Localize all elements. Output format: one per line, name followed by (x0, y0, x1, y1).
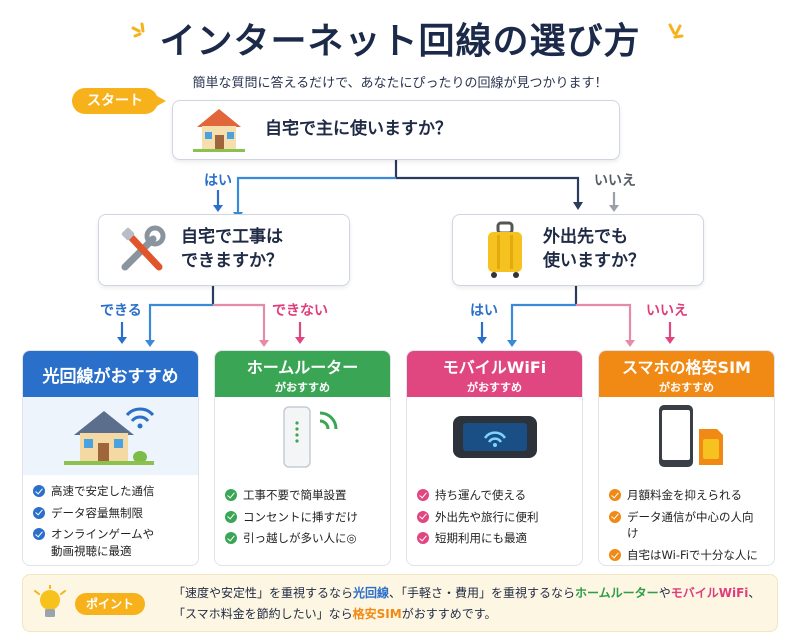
point-text: 「速度や安定性」を重視するなら光回線、「手軽さ・費用」を重視するならホームルータ… (173, 586, 761, 621)
card-fiber-title: 光回線がおすすめ (42, 366, 179, 387)
card-fiber-header: 光回線がおすすめ (23, 351, 198, 397)
page-subtitle: 簡単な質問に答えるだけで、あなたにぴったりの回線が見つかります！ (192, 76, 608, 91)
list-item: 月額料金を抑えられる (609, 487, 764, 504)
card-fiber: 光回線がおすすめ 高速で安定した通信 データ容量無制限 オンラインゲームや動画視… (22, 350, 199, 566)
branch-label-yes-2: はい (470, 303, 498, 319)
question-construction-line2: できますか？ (181, 251, 283, 271)
card-mobile-wifi-subtitle: がおすすめ (467, 380, 522, 394)
branch-label-no-1: いいえ (594, 173, 636, 189)
check-icon (609, 510, 621, 523)
question-construction: 自宅で工事は できますか？ (98, 214, 350, 286)
list-item: 工事不要で簡単設置 (225, 487, 380, 504)
question-construction-line1: 自宅で工事は (181, 227, 283, 248)
list-item: 持ち運んで使える (417, 487, 572, 504)
question-outside-use-line2: 使いますか？ (543, 251, 645, 271)
check-icon (33, 485, 45, 497)
card-budget-sim-subtitle: がおすすめ (659, 380, 714, 394)
house-icon (193, 109, 245, 152)
list-item: 自宅はWi-Fiで十分な人に◎ (609, 547, 764, 565)
sparkle-icon-left (131, 22, 145, 38)
connector-q3-no (576, 303, 632, 340)
card-home-router-subtitle: がおすすめ (275, 380, 330, 394)
check-icon (417, 532, 429, 545)
question-construction-text: 自宅で工事は できますか？ (181, 226, 283, 274)
branch-label-no-2: いいえ (646, 303, 688, 319)
list-item: コンセントに挿すだけ (225, 509, 380, 526)
card-home-router: ホームルーター がおすすめ 工事不要で簡単設置 コンセントに挿すだけ 引っ越しが… (214, 350, 391, 566)
card-home-router-header: ホームルーター がおすすめ (215, 351, 390, 397)
point-badge: ポイント (75, 593, 145, 615)
suitcase-icon (488, 221, 522, 278)
start-badge: スタート (72, 88, 166, 114)
check-icon (609, 489, 621, 501)
list-item: データ容量無制限 (33, 505, 188, 522)
card-budget-sim-illustration (599, 397, 774, 475)
card-mobile-wifi-header: モバイルWiFi がおすすめ (407, 351, 582, 397)
lightbulb-icon (34, 585, 66, 617)
question-outside-use-line1: 外出先でも (543, 227, 628, 248)
title-wrap: インターネット回線の選び方 (0, 12, 800, 64)
card-home-router-illustration (215, 397, 390, 475)
flow-connectors (117, 160, 675, 347)
card-budget-sim-header: スマホの格安SIM がおすすめ (599, 351, 774, 397)
connector-q1-no (396, 176, 580, 202)
check-icon (417, 510, 429, 523)
card-mobile-wifi: モバイルWiFi がおすすめ 持ち運んで使える 外出先や旅行に便利 短期利用にも… (406, 350, 583, 566)
question-home-use: 自宅で主に使いますか？ (172, 100, 620, 160)
list-item: 短期利用にも最適 (417, 530, 572, 547)
card-fiber-illustration (23, 397, 198, 475)
list-item: 外出先や旅行に便利 (417, 509, 572, 526)
list-item: オンラインゲームや動画視聴に最適 (33, 526, 188, 559)
check-icon (225, 532, 237, 545)
tools-icon (121, 225, 166, 271)
point-box: ポイント 「速度や安定性」を重視するなら光回線、「手軽さ・費用」を重視するならホ… (22, 574, 778, 632)
connector-q1-yes (236, 176, 396, 212)
check-icon (609, 549, 621, 562)
check-icon (417, 489, 429, 501)
page-title: インターネット回線の選び方 (159, 21, 641, 62)
check-icon (225, 510, 237, 523)
pocket-wifi-icon (452, 416, 537, 458)
router-icon (282, 406, 337, 468)
sparkle-icon-right (668, 23, 684, 39)
card-mobile-wifi-illustration (407, 397, 582, 475)
list-item: 高速で安定した通信 (33, 483, 188, 500)
card-mobile-wifi-title: モバイルWiFi (442, 357, 547, 377)
check-icon (33, 506, 45, 519)
card-home-router-title: ホームルーター (246, 357, 359, 377)
connector-q2-can (148, 303, 213, 340)
house-wifi-icon (63, 407, 154, 465)
list-item: データ通信が中心の人向け (609, 509, 764, 542)
card-mobile-wifi-list: 持ち運んで使える 外出先や旅行に便利 短期利用にも最適 (407, 487, 582, 547)
card-fiber-list: 高速で安定した通信 データ容量無制限 オンラインゲームや動画視聴に最適 (23, 483, 198, 560)
list-item: 引っ越しが多い人に◎ (225, 530, 380, 547)
connector-q3-yes (510, 303, 576, 340)
question-home-use-text: 自宅で主に使いますか？ (265, 119, 452, 140)
branch-label-can: できる (100, 303, 142, 319)
card-budget-sim-title: スマホの格安SIM (622, 357, 751, 377)
check-icon (225, 489, 237, 501)
card-home-router-list: 工事不要で簡単設置 コンセントに挿すだけ 引っ越しが多い人に◎ (215, 487, 390, 547)
check-icon (33, 528, 45, 541)
connector-q2-cannot (213, 303, 266, 340)
card-budget-sim: スマホの格安SIM がおすすめ 月額料金を抑えられる データ通信が中心の人向け … (598, 350, 775, 566)
question-outside-use-text: 外出先でも 使いますか？ (543, 226, 645, 274)
branch-label-yes-1: はい (204, 173, 232, 189)
question-outside-use: 外出先でも 使いますか？ (452, 214, 704, 286)
card-budget-sim-list: 月額料金を抑えられる データ通信が中心の人向け 自宅はWi-Fiで十分な人に◎ (599, 487, 774, 565)
branch-label-cannot: できない (272, 303, 328, 319)
smartphone-sim-icon (658, 405, 723, 467)
